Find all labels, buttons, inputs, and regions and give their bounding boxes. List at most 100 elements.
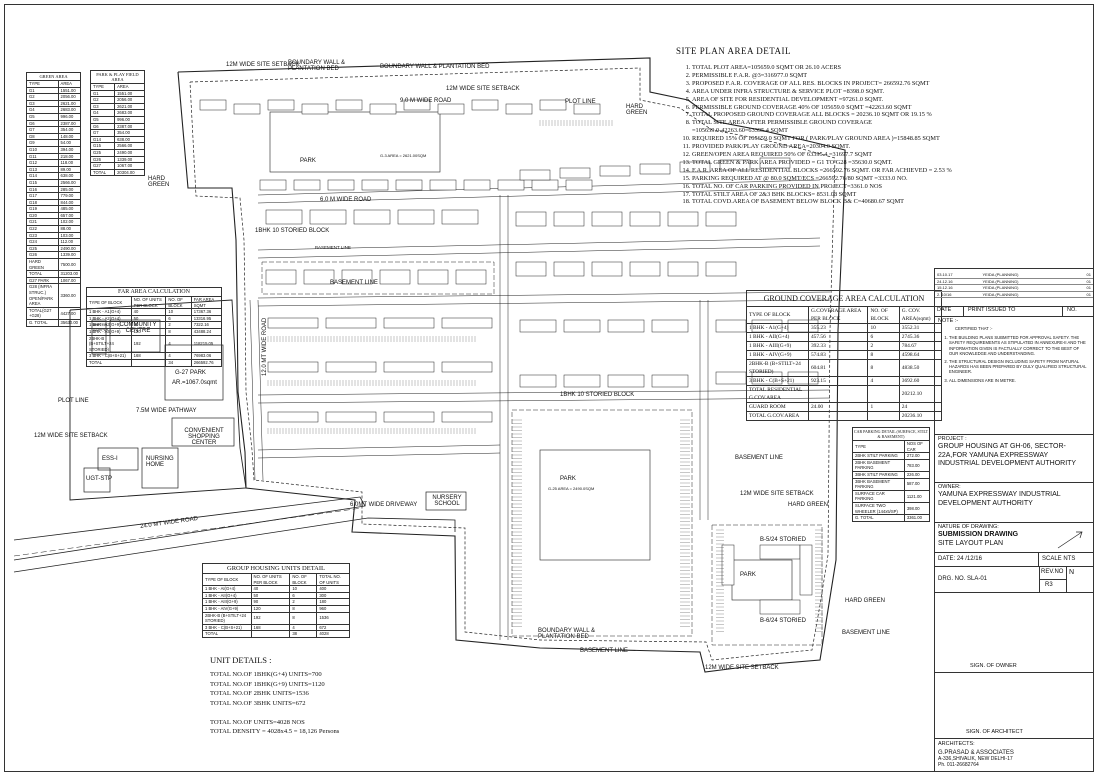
park-cell: G1 (89, 89, 116, 98)
park-cell: 2683.00 (114, 109, 145, 117)
park-cell: 20304.00 (114, 168, 145, 177)
label-setback-se: 12M WIDE SITE SETBACK (740, 491, 814, 497)
building-block (519, 319, 557, 333)
gc-cell: 2BHK-B (B+STILT+24 STORIED) (746, 359, 809, 377)
green-cell: G2 (26, 93, 59, 101)
park-cell: 1067.00 (114, 162, 145, 170)
cp-cell: SURFACE TWO WHEELER (144x5/SP) (852, 501, 905, 516)
green-cell: G19 (26, 205, 59, 213)
list-item: THE STRUCTURAL DESIGN INCLUDING SAFETY F… (949, 359, 1089, 375)
far-cell: 1 BHK - A3(G+9) (86, 321, 132, 329)
label-road-9m: 9.0 M WIDE ROAD (400, 98, 452, 104)
building-block (471, 99, 499, 111)
label-setback-w: 12M WIDE SITE SETBACK (34, 433, 108, 439)
green-cell: 118.00 (57, 159, 82, 167)
green-cell: 638.00 (57, 172, 82, 180)
building-block (335, 99, 363, 111)
revision-cell: YEIDA (PLANNING) (980, 284, 1074, 292)
far-cell: 4 (165, 352, 192, 360)
owner-sign-section: SIGN. OF OWNER (935, 593, 1093, 673)
north-label: N (1069, 569, 1075, 576)
label-basement-line3: BASEMENT LINE (842, 630, 890, 636)
label-hard-green-s: HARD GREEN (845, 598, 886, 604)
list-item: TOTAL PROPOSED GROUND COVERAGE ALL BLOCK… (692, 111, 952, 119)
building-block (559, 167, 591, 179)
green-cell: TOTAL (26, 270, 59, 278)
building-block (437, 103, 465, 115)
far-cell: 2BHK-B (B+STILT+24 STORIED) (86, 334, 132, 354)
green-cell: 218.00 (57, 152, 82, 161)
rev-header-date: DATE (935, 307, 964, 316)
building-block (563, 319, 601, 333)
green-cell: G11 (26, 152, 59, 161)
building-block (395, 179, 423, 191)
building-block (325, 411, 377, 423)
label-stored-10b: 1BHK 10 STORIED BLOCK (560, 392, 635, 398)
green-cell: 844.00 (57, 198, 82, 207)
label-basement-line4: BASEMENT LINE (315, 245, 351, 250)
building-block (651, 374, 689, 388)
gc-cell: 604.81 (807, 359, 869, 377)
sign-architect: SIGN. OF ARCHITECT (966, 729, 1023, 735)
label-boundary-top: BOUNDARY WALL & PLANTATION BED (288, 60, 346, 72)
sign-owner: SIGN. OF OWNER (970, 663, 1017, 669)
gc-cell: 392.33 (807, 341, 869, 351)
green-cell: 2056.00 (57, 93, 82, 101)
gc-cell: 20236.10 (898, 411, 943, 421)
gc-cell: TOTAL G.COV.AREA (746, 411, 809, 421)
building-block (301, 103, 329, 115)
building-block (497, 179, 525, 191)
label-g27: G-27 PARK (175, 370, 206, 376)
site-plan-area-detail: SITE PLAN AREA DETAIL TOTAL PLOT AREA=10… (676, 46, 952, 206)
cp-cell: G. TOTAL (852, 514, 905, 522)
building-block (591, 261, 623, 277)
green-cell: G13 (26, 165, 59, 174)
label-hard-green-ne: HARD GREEN (626, 104, 648, 116)
green-cell: G7 (26, 126, 59, 134)
label-park: PARK (300, 158, 316, 164)
far-cell: 8 (165, 327, 192, 336)
park-cell: 996.00 (114, 115, 145, 124)
label-stored-10: 1BHK 10 STORIED BLOCK (255, 228, 330, 234)
list-item: TOTAL STILT AREA OF 2&3 BHK BLOCKS= 8531… (692, 191, 952, 199)
building-block (679, 161, 711, 173)
list-item: PARKING REQUIRED AT @ 80.0 SQMT/ECS =266… (692, 175, 952, 183)
green-cell: 779.00 (57, 192, 82, 200)
gc-header: TYPE OF BLOCK (746, 306, 809, 324)
label-setback-top: 12M WIDE SITE SETBACK (226, 62, 300, 68)
park-header: TYPE (89, 83, 116, 91)
ud-header: NO. OF UNITS PER BLOCK (250, 572, 291, 587)
ud-cell: TOTAL (202, 630, 252, 638)
green-header: AREA (57, 80, 82, 88)
table-row: TOTAL(G27 +G28)4427.00 (26, 306, 82, 320)
label-setback-s: 12M WIDE SITE SETBACK (705, 665, 779, 671)
green-cell: G22 (26, 225, 59, 233)
gc-cell: 3 BHK - C(B+S+21) (746, 376, 809, 386)
building-block (573, 103, 601, 115)
ud-header: NO. OF BLOCK (289, 572, 318, 587)
label-road-6m: 6.0 M WIDE ROAD (320, 197, 372, 203)
road-24m-center (13, 507, 363, 557)
gc-header: G.COVERAGE AREA PER BLOCK (807, 306, 869, 324)
building-block (719, 159, 751, 171)
building-block (441, 411, 493, 423)
